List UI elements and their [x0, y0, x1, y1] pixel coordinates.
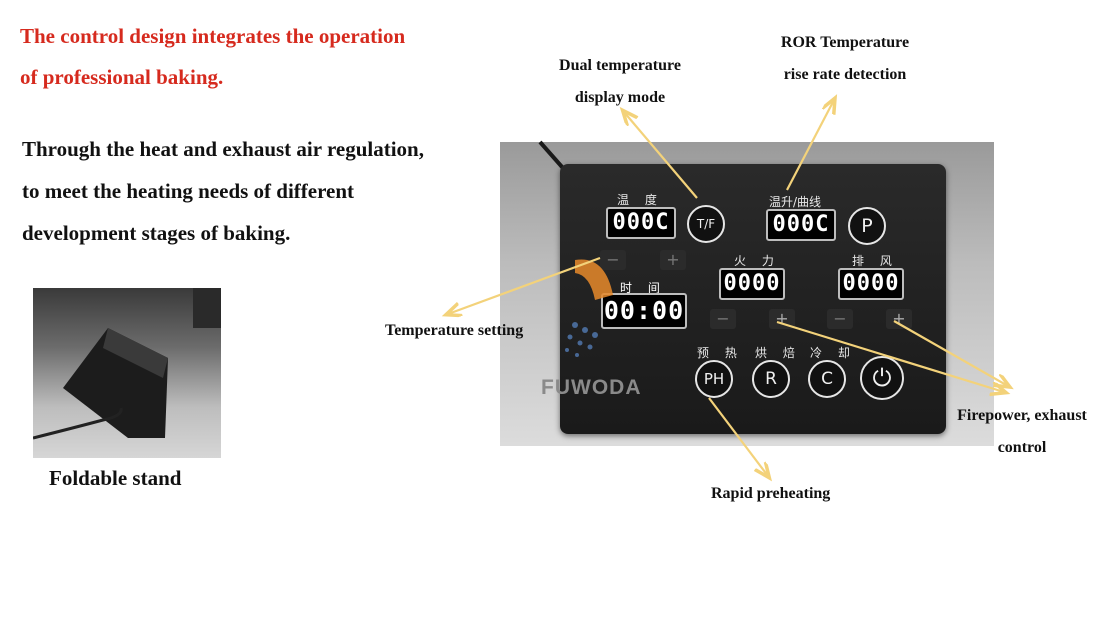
annotation-dual-temp-line-1: Dual temperature	[559, 57, 681, 74]
annotation-dual-temp: Dual temperature display mode	[540, 50, 700, 114]
annotation-dual-temp-line-2: display mode	[574, 89, 666, 106]
cool-label: 冷 却	[810, 346, 856, 360]
temperature-label: 温 度	[617, 193, 663, 207]
annotation-rapid-preheating: Rapid preheating	[711, 485, 831, 502]
power-button[interactable]: ⏻	[860, 356, 904, 400]
description: Through the heat and exhaust air regulat…	[22, 128, 424, 254]
stand-photo	[33, 288, 221, 458]
roast-button[interactable]: R	[752, 360, 790, 398]
annotation-temperature-setting: Temperature setting	[385, 322, 524, 339]
headline: The control design integrates the operat…	[20, 16, 405, 98]
preheat-label: 预 热	[697, 346, 743, 360]
stand-illustration	[33, 288, 221, 440]
exhaust-minus-button[interactable]: −	[827, 309, 853, 329]
firepower-plus-button[interactable]: +	[769, 309, 795, 329]
headline-line-1: The control design integrates the operat…	[20, 24, 406, 48]
watermark-text: FUWODA	[541, 376, 642, 399]
exhaust-label: 排 风	[852, 254, 898, 268]
temperature-display: 000C	[606, 207, 676, 239]
headline-line-2: of professional baking.	[20, 65, 224, 89]
time-minus-button[interactable]: −	[600, 250, 626, 270]
annotation-fire-exhaust: Firepower, exhaust control	[942, 400, 1102, 464]
exhaust-plus-button[interactable]: +	[886, 309, 912, 329]
stand-label: Foldable stand	[49, 466, 182, 490]
description-line-1: Through the heat and exhaust air regulat…	[22, 137, 424, 161]
tf-button[interactable]: T/F	[687, 205, 725, 243]
description-line-2: to meet the heating needs of different	[22, 179, 355, 203]
annotation-ror: ROR Temperature rise rate detection	[760, 27, 930, 91]
ror-label: 温升/曲线	[769, 195, 822, 209]
exhaust-display: 0000	[838, 268, 904, 300]
roast-label: 烘 焙	[755, 346, 801, 360]
annotation-ror-line-2: rise rate detection	[783, 66, 907, 83]
firepower-label: 火 力	[734, 254, 780, 268]
fuwoda-logo-icon	[565, 259, 613, 357]
preheat-button[interactable]: PH	[695, 360, 733, 398]
time-label: 时 间	[620, 281, 666, 295]
time-plus-button[interactable]: +	[660, 250, 686, 270]
annotation-fire-exhaust-line-2: control	[997, 439, 1047, 456]
description-line-3: development stages of baking.	[22, 221, 291, 245]
ror-display: 000C	[766, 209, 836, 241]
firepower-display: 0000	[719, 268, 785, 300]
time-display: 00:00	[601, 293, 687, 329]
cool-button[interactable]: C	[808, 360, 846, 398]
annotation-fire-exhaust-line-1: Firepower, exhaust	[957, 407, 1087, 424]
firepower-minus-button[interactable]: −	[710, 309, 736, 329]
p-button[interactable]: P	[848, 207, 886, 245]
annotation-ror-line-1: ROR Temperature	[780, 34, 910, 51]
